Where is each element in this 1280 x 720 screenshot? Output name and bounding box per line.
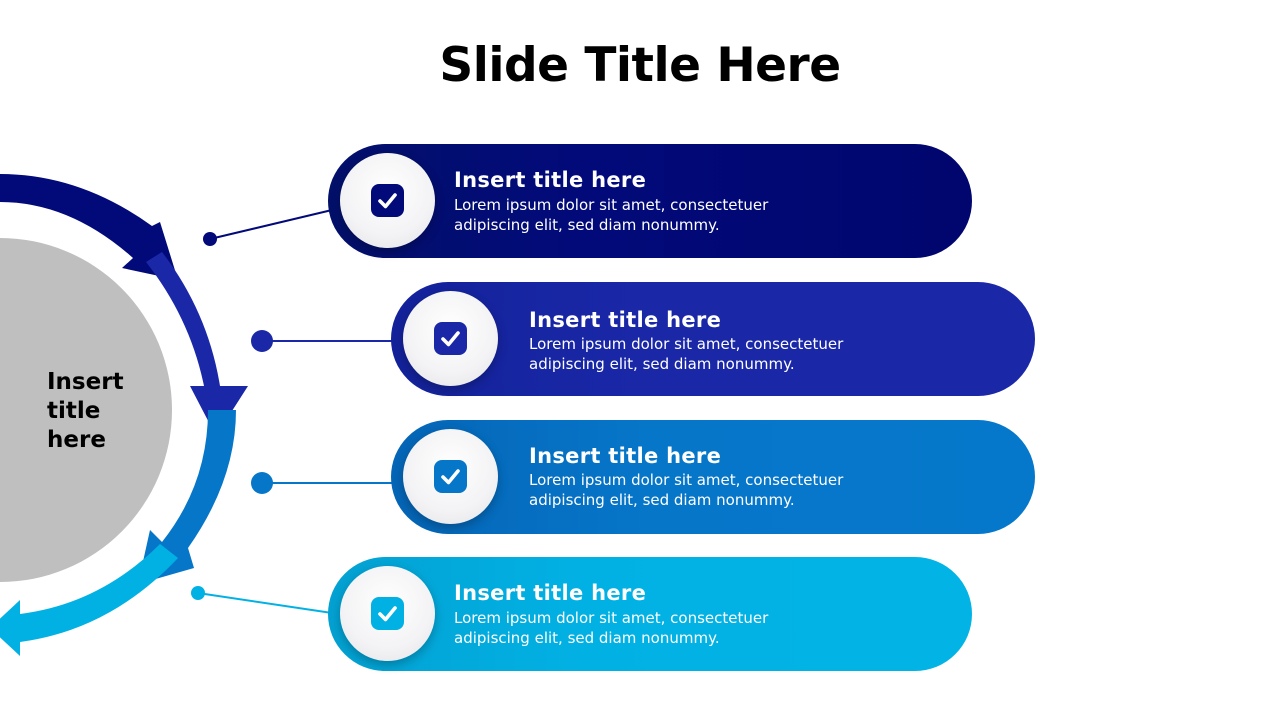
checkbox-check-icon [434, 322, 467, 355]
connector-dot-4 [191, 586, 205, 600]
checkbox-check-icon [434, 460, 467, 493]
item-pill-3: Insert title here Lorem ipsum dolor sit … [391, 420, 1035, 534]
item-text-4: Lorem ipsum dolor sit amet, consectetuer… [454, 609, 769, 647]
connector-line-1 [209, 209, 333, 240]
item-text-3: Lorem ipsum dolor sit amet, consectetuer… [529, 471, 844, 509]
item-text-2: Lorem ipsum dolor sit amet, consectetuer… [529, 335, 844, 373]
item-circle-2 [403, 291, 498, 386]
item-pill-4: Insert title here Lorem ipsum dolor sit … [328, 557, 972, 671]
cycle-arrow-4 [0, 544, 178, 656]
item-title-1: Insert title here [454, 168, 647, 192]
item-circle-3 [403, 429, 498, 524]
cycle-arrow-1 [0, 174, 178, 280]
item-pill-2: Insert title here Lorem ipsum dolor sit … [391, 282, 1035, 396]
connector-line-4 [197, 592, 333, 614]
item-title-2: Insert title here [529, 308, 722, 332]
item-title-4: Insert title here [454, 581, 647, 605]
checkbox-check-icon [371, 184, 404, 217]
item-text-1: Lorem ipsum dolor sit amet, consectetuer… [454, 196, 769, 234]
center-circle [0, 238, 172, 582]
item-title-3: Insert title here [529, 444, 722, 468]
item-pill-1: Insert title here Lorem ipsum dolor sit … [328, 144, 972, 258]
cycle-arrow-3 [138, 410, 236, 584]
item-circle-4 [340, 566, 435, 661]
connector-dot-1 [203, 232, 217, 246]
slide-title: Slide Title Here [439, 38, 841, 93]
center-label: Insert title here [47, 369, 124, 453]
cycle-arrow-2 [146, 252, 248, 436]
connector-dot-3 [251, 472, 273, 494]
item-circle-1 [340, 153, 435, 248]
connector-dot-2 [251, 330, 273, 352]
checkbox-check-icon [371, 597, 404, 630]
